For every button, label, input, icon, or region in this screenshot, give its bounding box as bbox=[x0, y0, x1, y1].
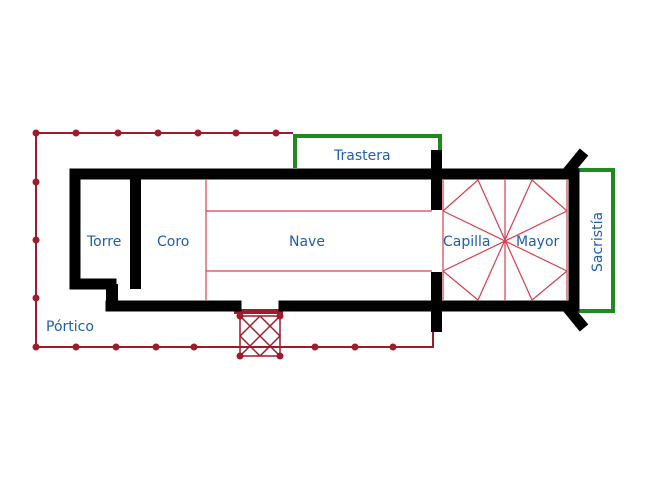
label-capilla: Capilla bbox=[443, 234, 491, 250]
label-nave: Nave bbox=[289, 234, 325, 250]
label-torre: Torre bbox=[86, 234, 121, 250]
sacristia-outline bbox=[578, 168, 615, 313]
nave-lines bbox=[205, 180, 432, 300]
tower-wall bbox=[130, 174, 141, 289]
church-walls bbox=[69, 168, 580, 312]
capilla-mayor-vault bbox=[442, 179, 568, 301]
apse-buttresses bbox=[561, 148, 589, 332]
portico-posts bbox=[32, 129, 397, 351]
label-coro: Coro bbox=[157, 234, 189, 250]
label-mayor: Mayor bbox=[516, 234, 560, 250]
chancel-arch-walls bbox=[431, 150, 442, 332]
label-trastera: Trastera bbox=[333, 148, 391, 164]
tower-base-wall bbox=[106, 284, 118, 311]
entrance-porch bbox=[239, 315, 281, 357]
label-sacristia: Sacristía bbox=[590, 212, 606, 272]
entrance-threshold bbox=[234, 309, 283, 314]
entrance-porch-posts bbox=[236, 312, 284, 360]
label-portico: Pórtico bbox=[46, 319, 94, 335]
